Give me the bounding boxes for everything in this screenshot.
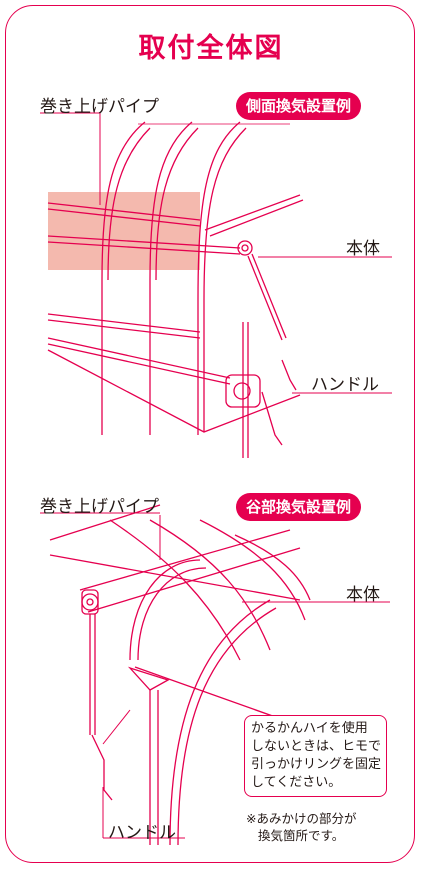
callout-line: しないときは、ヒモで (251, 739, 382, 754)
vent-area-note: ※あみかけの部分が 換気箇所です。 (246, 810, 356, 844)
pipe-label-2: 巻き上げパイプ (40, 497, 159, 517)
callout-line: かるかんハイを使用 (251, 721, 368, 736)
body-label-2: 本体 (346, 585, 380, 605)
callout-line: してください。 (251, 775, 342, 790)
note-line: 換気箇所です。 (258, 828, 345, 843)
handle-label-2: ハンドル (108, 823, 176, 843)
vent-area-shade (48, 192, 200, 270)
note-line: ※あみかけの部分が (246, 811, 357, 826)
handle-label-1: ハンドル (311, 375, 379, 395)
page-title: 取付全体図 (138, 33, 284, 64)
page-frame (5, 5, 415, 863)
callout-line: 引っかけリングを固定 (251, 757, 382, 772)
valley-vent-badge: 谷部換気設置例 (236, 493, 362, 521)
ring-callout: かるかんハイを使用 しないときは、ヒモで 引っかけリングを固定 してください。 (244, 715, 387, 797)
pipe-label-1: 巻き上げパイプ (40, 97, 159, 117)
body-label-1: 本体 (346, 239, 380, 259)
side-vent-badge: 側面換気設置例 (236, 92, 362, 120)
